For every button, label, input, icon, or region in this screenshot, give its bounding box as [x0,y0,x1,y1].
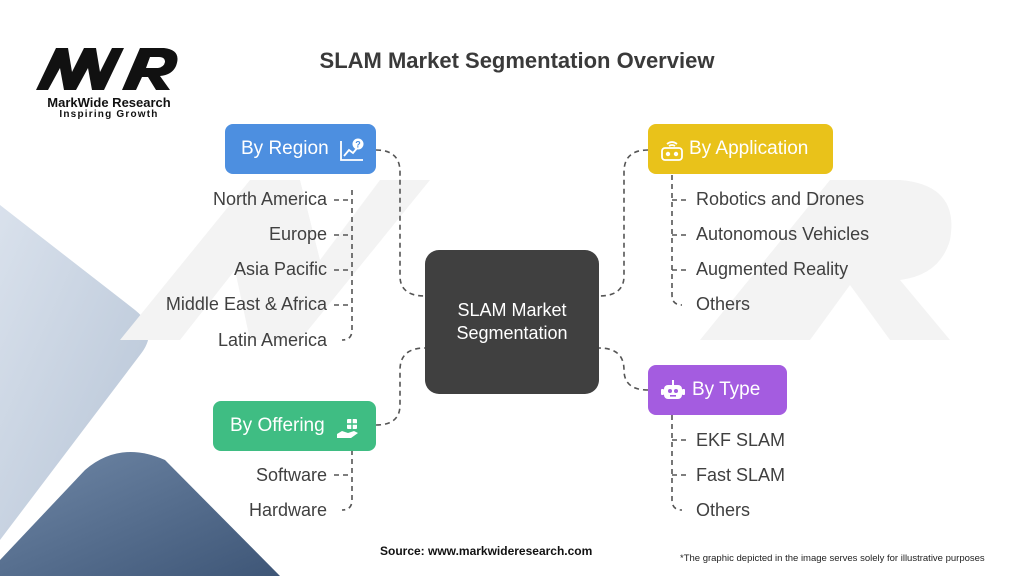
application-item-3: Augmented Reality [696,259,849,279]
robot-face-icon [660,378,685,402]
segment-region-pill: By Region ? [225,124,376,174]
disclaimer-note: *The graphic depicted in the image serve… [680,553,985,564]
segment-application-label: By Application [689,138,809,159]
segment-region-label: By Region [241,138,329,159]
center-line-1: SLAM Market [457,300,567,320]
segment-type-label: By Type [692,379,761,400]
hand-box-icon [335,414,359,438]
logo-tagline: Inspiring Growth [59,109,159,120]
segment-application-pill: By Application [648,124,833,174]
markwide-logo [36,48,178,90]
svg-text:?: ? [355,140,361,150]
application-item-2: Autonomous Vehicles [696,224,870,244]
page-title: SLAM Market Segmentation Overview [319,48,715,73]
application-item-4: Others [696,294,751,314]
type-item-2: Fast SLAM [696,465,786,485]
center-node: SLAM Market Segmentation [425,250,599,394]
segment-type-pill: By Type [648,365,787,415]
source-credit: Source: www.markwideresearch.com [380,544,593,558]
offering-item-1: Software [255,465,327,485]
offering-item-2: Hardware [248,500,327,520]
chart-question-icon: ? [339,137,364,161]
type-item-3: Others [696,500,751,520]
segment-offering-label: By Offering [230,415,325,436]
region-item-3: Asia Pacific [233,259,327,279]
region-item-2: Europe [268,224,327,244]
type-item-1: EKF SLAM [696,430,786,450]
logo-name: MarkWide Research [47,95,171,110]
region-item-4: Middle East & Africa [165,294,327,314]
region-item-1: North America [212,189,327,209]
region-item-5: Latin America [217,330,327,350]
robot-signal-icon [659,137,683,161]
application-item-1: Robotics and Drones [696,189,865,209]
center-line-2: Segmentation [456,323,568,343]
segment-offering-pill: By Offering [213,401,376,451]
